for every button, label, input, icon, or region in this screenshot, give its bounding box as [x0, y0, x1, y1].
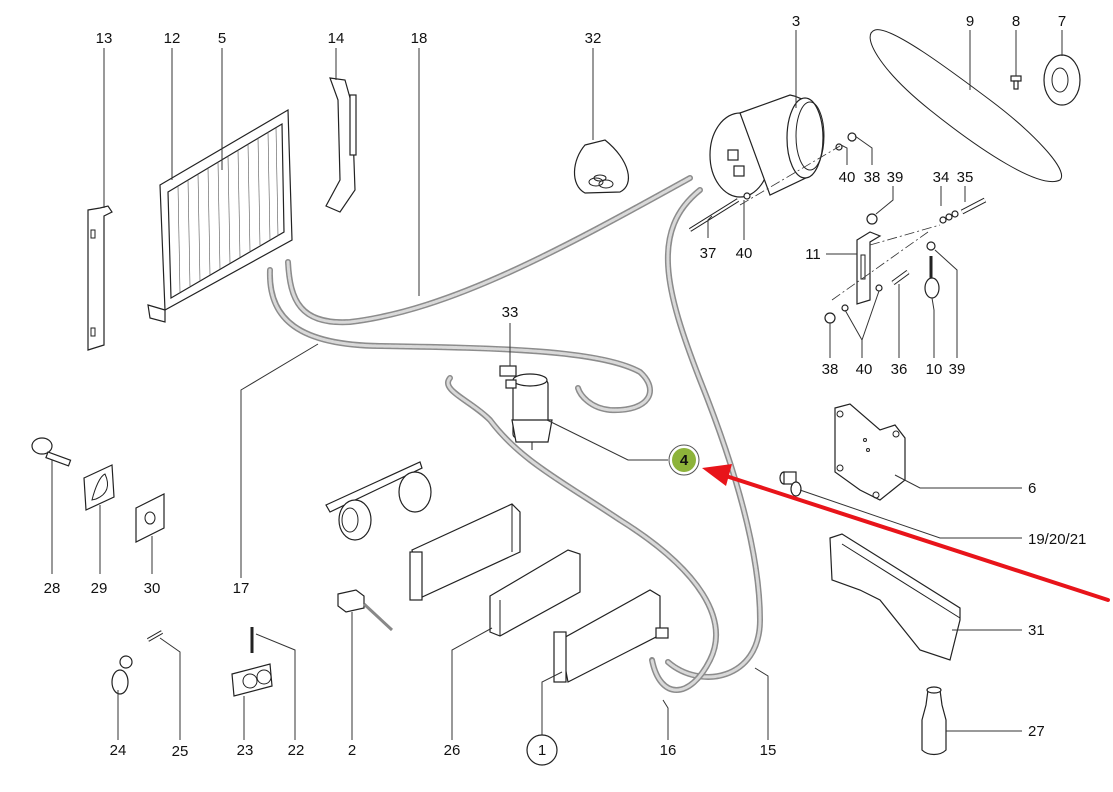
filter-26: [489, 549, 581, 637]
callout-7[interactable]: 7: [1058, 13, 1066, 30]
blower-unit: [325, 461, 432, 541]
eye-bolt-10: [924, 256, 940, 299]
callout-2[interactable]: 2: [348, 742, 356, 759]
callout-40[interactable]: 40: [736, 245, 753, 262]
washer-34: [945, 213, 953, 221]
mounting-plate-6: [834, 403, 906, 501]
callout-33[interactable]: 33: [502, 304, 519, 321]
callout-25[interactable]: 25: [172, 743, 189, 760]
callout-19-20-21[interactable]: 19/20/21: [1028, 531, 1086, 548]
callout-39[interactable]: 39: [887, 169, 904, 186]
callout-30[interactable]: 30: [144, 580, 161, 597]
washer-34: [951, 210, 959, 218]
callout-3[interactable]: 3: [792, 13, 800, 30]
washer-34: [939, 216, 947, 224]
cover-31: [829, 533, 961, 661]
callout-1-circle: [526, 734, 558, 766]
callout-8[interactable]: 8: [1012, 13, 1020, 30]
callout-13[interactable]: 13: [96, 30, 113, 47]
callout-4-highlight: [672, 448, 696, 472]
callout-4[interactable]: 4: [680, 452, 689, 469]
drive-belt-9: [869, 29, 1063, 182]
p-clip-24: [111, 655, 133, 695]
hose-17: [266, 267, 653, 414]
callout-9[interactable]: 9: [966, 13, 974, 30]
pulley-7: [1043, 54, 1081, 106]
callout-38[interactable]: 38: [864, 169, 881, 186]
sensor-2: [337, 589, 394, 632]
callout-6[interactable]: 6: [1028, 480, 1036, 497]
long-bolt-37: [688, 198, 740, 232]
callout-10[interactable]: 10: [926, 361, 943, 378]
callout-40[interactable]: 40: [839, 169, 856, 186]
red-arrow: [702, 464, 1110, 602]
callout-1[interactable]: 1: [538, 742, 546, 759]
nut-38: [824, 312, 836, 324]
callout-15[interactable]: 15: [760, 742, 777, 759]
grommet-plate-30: [135, 493, 165, 543]
callout-38[interactable]: 38: [822, 361, 839, 378]
hose-18: [285, 175, 693, 326]
tension-bracket-11: [856, 231, 882, 305]
callout-labels: 13 12 5 14 18 32 3 9 8 7 40 38 39 34 35 …: [44, 13, 1086, 766]
pressure-switch-33: [499, 365, 517, 389]
washer-40: [743, 192, 751, 200]
bushing-19-20-21: [779, 471, 802, 497]
callout-12[interactable]: 12: [164, 30, 181, 47]
evaporator: [409, 503, 521, 601]
gasket-29: [83, 464, 115, 511]
bolt-35: [960, 197, 987, 215]
o-ring-kit-32: [573, 139, 629, 194]
evaporator-1: [553, 589, 669, 683]
callout-17[interactable]: 17: [233, 580, 250, 597]
callout-40[interactable]: 40: [856, 361, 873, 378]
callout-37[interactable]: 37: [700, 245, 717, 262]
callout-36[interactable]: 36: [891, 361, 908, 378]
callout-35[interactable]: 35: [957, 169, 974, 186]
nut-39: [926, 241, 936, 251]
callout-39[interactable]: 39: [949, 361, 966, 378]
left-bracket-13: [87, 205, 113, 351]
callout-11[interactable]: 11: [805, 246, 821, 263]
hose-16: [445, 375, 719, 693]
callout-18[interactable]: 18: [411, 30, 428, 47]
callout-24[interactable]: 24: [110, 742, 127, 759]
right-bracket-14: [325, 77, 357, 213]
leader-lines: [51, 30, 1063, 740]
callout-34[interactable]: 34: [933, 169, 950, 186]
arrow-shaft: [724, 474, 1110, 602]
bolt-8: [1010, 75, 1022, 90]
oil-bottle-27: [921, 686, 947, 756]
bolt-36: [891, 269, 910, 286]
screw-25: [147, 630, 163, 642]
condenser-5: [147, 108, 293, 323]
callout-31[interactable]: 31: [1028, 622, 1045, 639]
hose-15: [664, 187, 764, 680]
callout-23[interactable]: 23: [237, 742, 254, 759]
callout-32[interactable]: 32: [585, 30, 602, 47]
callout-29[interactable]: 29: [91, 580, 108, 597]
callout-14[interactable]: 14: [328, 30, 345, 47]
arrow-head-icon: [702, 464, 732, 486]
valve-28: [31, 437, 72, 467]
callout-22[interactable]: 22: [288, 742, 305, 759]
washer-40: [875, 284, 883, 292]
nut-38: [847, 132, 857, 142]
callout-16[interactable]: 16: [660, 742, 677, 759]
clamp-block-23: [231, 663, 273, 697]
callout-5[interactable]: 5: [218, 30, 226, 47]
callout-28[interactable]: 28: [44, 580, 61, 597]
receiver-drier-4: [511, 373, 553, 450]
compressor-3: [709, 94, 825, 198]
nut-39: [866, 213, 878, 225]
callout-27[interactable]: 27: [1028, 723, 1045, 740]
callout-26[interactable]: 26: [444, 742, 461, 759]
